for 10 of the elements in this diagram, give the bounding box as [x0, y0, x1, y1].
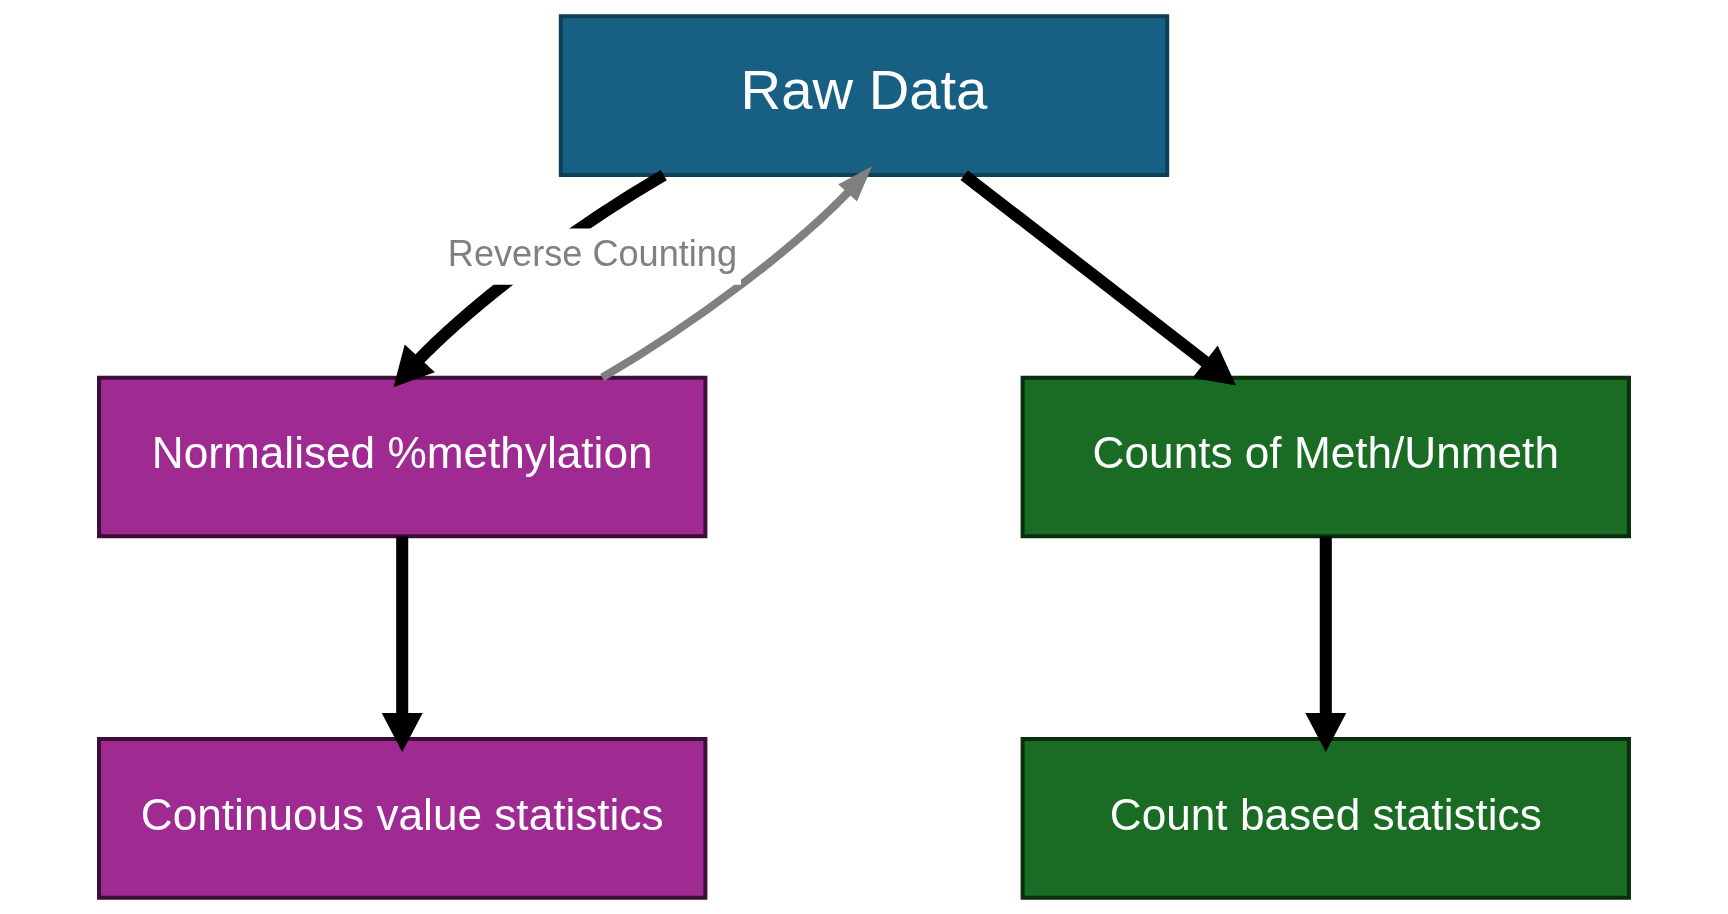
arrow [600, 166, 873, 382]
node-box: Count based statistics [1020, 737, 1631, 900]
node-box: Counts of Meth/Unmeth [1020, 375, 1631, 539]
node-box: Raw Data [558, 14, 1170, 177]
node-box: Normalised %methylation [97, 375, 708, 539]
arrow [1305, 536, 1347, 752]
edge-label: Reverse Counting [447, 232, 738, 274]
arrow [381, 536, 423, 752]
node-box: Continuous value statistics [97, 737, 708, 900]
arrow [960, 170, 1237, 386]
